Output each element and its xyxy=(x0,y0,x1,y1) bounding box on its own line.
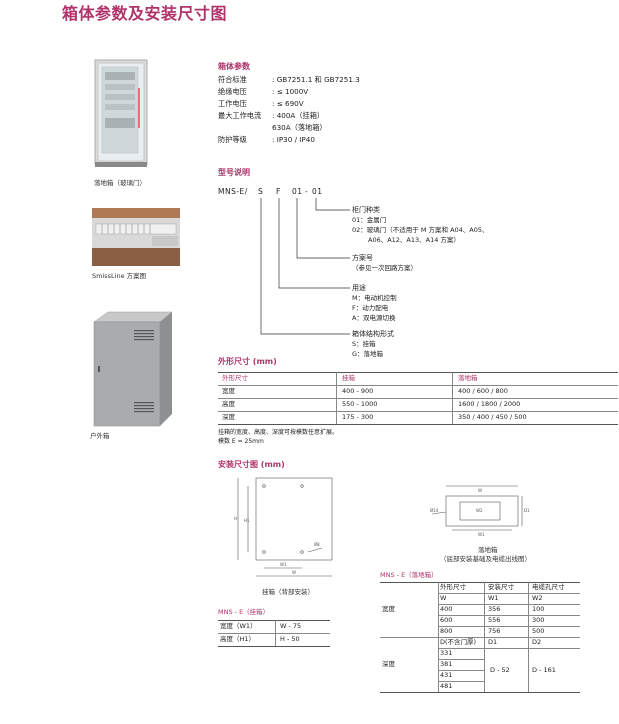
door-type-block: 柜门种类 01：金属门 02：玻璃门（不适用于 M 方案和 A04、A05、 A… xyxy=(352,206,489,244)
svg-text:W: W xyxy=(292,570,296,575)
param-row: 绝缘电压: ≤ 1000V xyxy=(218,87,309,96)
model-code-struct: S xyxy=(258,187,264,196)
floor-caption: 落地箱 xyxy=(478,546,498,554)
floor-depth-label: 深度 xyxy=(382,660,395,668)
floor-cabinet-caption: 落地箱（玻璃门） xyxy=(94,179,146,187)
model-code-prefix: MNS-E/ xyxy=(218,187,248,196)
svg-text:Ø14: Ø14 xyxy=(430,508,439,513)
svg-text:W1: W1 xyxy=(478,532,485,537)
use-block: 用途 M：电动机控制 F：动力配电 A：双电源切换 xyxy=(352,284,397,322)
svg-text:Ø8: Ø8 xyxy=(314,542,320,547)
svg-text:H: H xyxy=(234,516,237,521)
param-row: 工作电压: ≤ 690V xyxy=(218,99,304,108)
outline-header-row: 外形尺寸 挂箱 落地箱 xyxy=(222,374,478,382)
scheme-title: 方案号 xyxy=(352,254,373,262)
outline-row: 高度 550 - 1000 1600 / 1800 / 2000 xyxy=(222,400,521,408)
floor-table-title: MNS - E（落地箱） xyxy=(380,571,438,579)
outdoor-cabinet-image xyxy=(90,310,174,428)
page-title: 箱体参数及安装尺寸图 xyxy=(62,4,228,23)
param-row: 630A（落地箱） xyxy=(272,123,327,132)
param-row: 防护等级: IP30 / IP40 xyxy=(218,135,315,144)
floor-base-drawing: W W2 W1 D1 Ø14 xyxy=(428,482,532,538)
use-title: 用途 xyxy=(352,284,366,292)
wall-table-title: MNS - E（挂箱） xyxy=(218,608,270,616)
svg-text:W2: W2 xyxy=(476,508,483,513)
floor-depth-d2: D - 161 xyxy=(532,666,556,674)
model-code-dash: - xyxy=(305,187,309,196)
wall-caption: 挂箱（背部安装） xyxy=(262,588,314,596)
model-code-door: 01 xyxy=(312,187,323,196)
struct-title: 箱体结构形式 xyxy=(352,330,394,338)
door-type-title: 柜门种类 xyxy=(352,206,380,214)
outline-note: 模数 E = 25mm xyxy=(218,438,264,445)
svg-text:W1: W1 xyxy=(280,562,287,567)
box-params-heading: 箱体参数 xyxy=(218,62,250,71)
outdoor-cabinet-caption: 户外箱 xyxy=(90,432,110,440)
install-heading: 安装尺寸图 (mm) xyxy=(218,460,285,469)
svg-text:D1: D1 xyxy=(524,508,530,513)
model-heading: 型号说明 xyxy=(218,168,250,177)
smissline-image xyxy=(92,208,180,266)
floor-width-label: 宽度 xyxy=(382,605,395,613)
wall-box-drawing: H H1 W1 W Ø8 xyxy=(226,474,338,586)
smissline-caption: SmissLine 方案图 xyxy=(92,272,147,280)
outline-heading: 外形尺寸 (mm) xyxy=(218,357,277,366)
floor-cabinet-image xyxy=(93,58,151,168)
model-leader-lines xyxy=(260,198,350,335)
scheme-block: 方案号 （参见一次回路方案） xyxy=(352,254,417,273)
svg-text:W: W xyxy=(478,488,482,493)
outline-row: 深度 175 - 300 350 / 400 / 450 / 500 xyxy=(222,413,527,421)
floor-caption-sub: （底部安装基础及电缆出线图） xyxy=(440,555,531,563)
outline-note: 挂箱的宽度、高度、深度可按模数任意扩展。 xyxy=(218,429,339,436)
model-code-scheme: 01 xyxy=(292,187,303,196)
param-row: 最大工作电流: 400A（挂箱） xyxy=(218,111,325,120)
svg-text:H1: H1 xyxy=(244,518,250,523)
struct-block: 箱体结构形式 S：挂箱 G：落地箱 xyxy=(352,330,394,359)
param-row: 符合标准: GB7251.1 和 GB7251.3 xyxy=(218,75,360,84)
floor-depth-d1: D - 52 xyxy=(490,666,510,674)
outline-row: 宽度 400 - 900 400 / 600 / 800 xyxy=(222,387,508,395)
model-code-use: F xyxy=(276,187,281,196)
